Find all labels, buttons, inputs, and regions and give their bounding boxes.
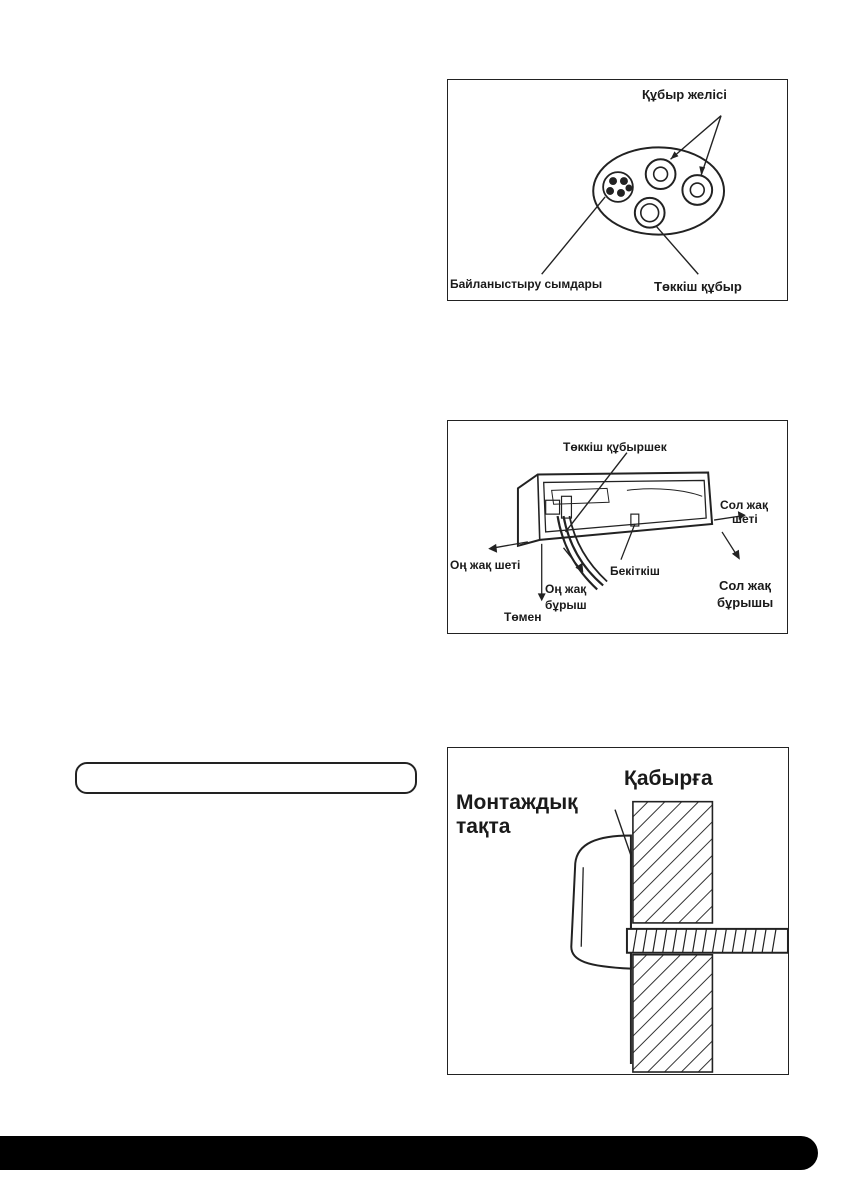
- pipe-line-label: Құбыр желісі: [642, 87, 727, 102]
- wall-label: Қабырға: [624, 767, 713, 790]
- left-turn-label-line2: бұрышы: [717, 595, 774, 610]
- wall-cross-section-drawing: [570, 800, 788, 1073]
- connecting-wires-label: Байланыстыру сымдары: [450, 277, 603, 291]
- down-label: Төмен: [504, 610, 542, 624]
- figure-indoor-unit-pipe-directions: Төккіш құбыршек Сол жақ шеті Оң жақ шеті…: [447, 420, 788, 634]
- figure-pipe-cross-section: Құбыр желісі Байланыстыру сымдары Төккіш…: [447, 79, 788, 301]
- left-turn-label-line1: Сол жақ: [719, 578, 771, 593]
- right-side-label: Оң жақ шеті: [450, 558, 521, 572]
- mounting-plate-label-line1: Монтаждық: [456, 791, 578, 814]
- section-heading-box: [75, 762, 417, 794]
- left-side-label-line2: шеті: [732, 512, 758, 526]
- right-turn-label-line1: Оң жақ: [545, 582, 587, 596]
- drain-pipe-label: Төккіш құбыр: [654, 279, 742, 294]
- mounting-plate-label-line2: тақта: [456, 815, 511, 838]
- page-footer-bar: [0, 1136, 818, 1170]
- indoor-unit-drawing: [488, 452, 746, 602]
- pipe-cross-section-drawing: [541, 115, 726, 275]
- left-side-label-line1: Сол жақ: [720, 498, 768, 512]
- fastener-label: Бекіткіш: [610, 564, 660, 578]
- right-turn-label-line2: бұрыш: [545, 598, 587, 612]
- drain-hose-label: Төккіш құбыршек: [563, 440, 667, 454]
- figure-wall-cross-section: Қабырға Монтаждық тақта: [447, 747, 789, 1075]
